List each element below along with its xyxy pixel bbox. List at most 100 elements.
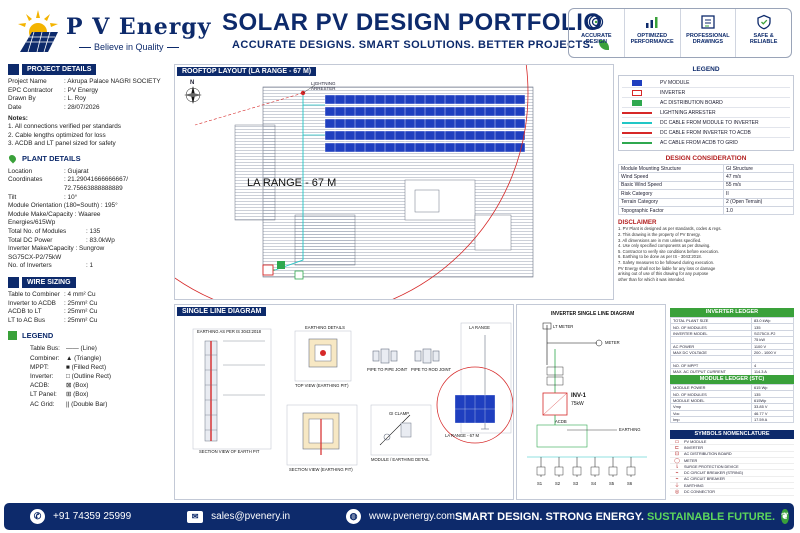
table-cell: 33.85 V: [751, 403, 794, 411]
la-range-mini-label: LA RANGE: [469, 325, 490, 330]
kv-key: ACDB to LT: [8, 308, 42, 316]
note-item: 1. All connections verified per standard…: [8, 123, 121, 131]
table-row: 75 kW: [670, 336, 794, 344]
symbol-label: METER: [684, 458, 698, 463]
inverter-symbol-icon: ⊏: [674, 444, 680, 451]
disclaimer-line: PV Energy shall not be liable for any lo…: [618, 265, 716, 271]
slogan-part: SMART DESIGN. STRONG ENERGY.: [455, 510, 644, 523]
symbol-label: INVERTER: [684, 445, 704, 450]
kv-line: Module Make/Capacity : Waaree: [8, 210, 101, 218]
legend-title: LEGEND: [692, 66, 720, 73]
earthing-drawings: [192, 322, 513, 466]
table-cell: 75 kW: [751, 336, 794, 344]
footer-bar: ✆+91 74359 25999 ✉sales@pvenery.in ◍www.…: [4, 503, 794, 530]
disclaimer-line: 3. All dimensions are in mm unless speci…: [618, 237, 702, 243]
north-label: N: [190, 80, 195, 86]
kv-row: Inverter Make/Capacity : Sungrow: [8, 245, 168, 254]
symbol-row: ⌁DC CIRCUIT BREAKER (STRING): [670, 470, 794, 477]
table-cell: 46.77 V: [751, 409, 794, 417]
kv-row: Project Name: Akrupa Palace NAGRI SOCIET…: [8, 78, 168, 87]
single-line-diagram-panel: SINGLE LINE DIAGRAM EARTHING AS PER IS 3…: [174, 304, 514, 500]
arrester-swatch: [622, 111, 652, 114]
table-cell: 114.3 A: [751, 368, 794, 376]
kv-key: Inverter to ACDB: [8, 299, 56, 307]
north-arrow-icon: [184, 86, 202, 104]
section-view-label: SECTION VIEW OF EARTH PIT: [199, 449, 260, 454]
legend-value: ▲ (Triangle): [66, 354, 102, 362]
disclaimer-line: 2. This drawing is the property of PV En…: [618, 231, 701, 237]
legend-row: Combiner: ▲ (Triangle): [8, 354, 168, 363]
disclaimer-line: 1. PV Plant is designed as per standards…: [618, 226, 722, 232]
legend-row: DC CABLE FROM MODULE TO INVERTER: [622, 118, 790, 128]
earthing-symbol-icon: ⏚: [674, 483, 680, 490]
feature-line: OPTIMIZED: [637, 33, 668, 39]
pipe-rod-label: PIPE TO ROD JOINT: [411, 367, 452, 372]
plant-details-heading: PLANT DETAILS: [7, 153, 168, 165]
symbols-heading: SYMBOLS NOMENCLATURE: [670, 430, 794, 439]
kv-key: Coordinates: [8, 176, 43, 184]
symbol-row: ⌁AC CIRCUIT BREAKER: [670, 476, 794, 484]
table-cell: 1100 V: [751, 342, 794, 350]
note-item: 3. ACDB and LT panel sized for safety: [8, 140, 116, 148]
kv-line: Module Orientation (180=South) : 195°: [8, 202, 118, 210]
clamp-label: GI CLAMP: [389, 411, 410, 416]
legend-list: PV MODULE INVERTER AC DISTRIBUTION BOARD…: [618, 75, 794, 151]
globe-icon: ◍: [346, 509, 362, 524]
sun-panel-logo-icon: [18, 10, 58, 53]
kv-line: Inverter Make/Capacity : Sungrow: [8, 245, 105, 253]
header: P V Energy Believe in Quality SOLAR PV D…: [0, 0, 800, 62]
kv-key: Date: [8, 103, 22, 111]
kv-key: Total DC Power: [8, 236, 53, 244]
table-cell: 135: [751, 323, 794, 331]
table-cell: SG75CX-P2: [751, 329, 794, 338]
kv-value: : Akrupa Palace NAGRI SOCIETY: [64, 78, 161, 85]
earthing-title: EARTHING AS PER IS 3043:2018: [197, 329, 261, 334]
legend-row: AC CABLE FROM ACDB TO GRID: [622, 138, 790, 148]
legend-row: LIGHTNING ARRESTER: [622, 108, 790, 118]
kv-row: EPC Contractor: PV Energy: [8, 87, 168, 96]
kv-value: : 1: [86, 262, 94, 270]
kv-row: ACDB to LT: 25mm² Cu: [8, 308, 168, 317]
shield-icon: [756, 14, 771, 30]
section-label: LEGEND: [22, 330, 54, 340]
footer-phone[interactable]: ✆+91 74359 25999: [30, 509, 131, 524]
legend-row: ACDB:⊠ (Box): [8, 381, 168, 390]
string-label: S1: [537, 481, 543, 486]
acdb-symbol-icon: ⊡: [674, 451, 680, 458]
feature-line: PERFORMANCE: [630, 39, 674, 45]
legend-label: DC CABLE FROM INVERTER TO ACDB: [660, 129, 751, 136]
legend-key: LT Panel:: [30, 391, 57, 399]
string-label: S5: [609, 481, 615, 486]
footer-website[interactable]: ◍www.pvenergy.com: [346, 509, 455, 524]
disclaimer-text: 1. PV Plant is designed as per standards…: [618, 226, 794, 282]
page-subtitle: ACCURATE DESIGNS. SMART SOLUTIONS. BETTE…: [232, 39, 609, 51]
string-label: S2: [555, 481, 561, 486]
symbol-row: ◯METER: [670, 458, 794, 465]
string-label: S3: [573, 481, 579, 486]
lightning-arrester-marker: [300, 90, 306, 96]
kv-row: Date: 28/07/2026: [8, 104, 168, 113]
brand-name: P V Energy: [66, 14, 212, 40]
table-cell: 615 Wp: [751, 383, 794, 392]
kv-value: : 10°: [64, 193, 78, 201]
dc-breaker-symbol-icon: ⌁: [675, 470, 679, 477]
rooftop-drawing: [175, 65, 534, 299]
footer-email[interactable]: ✉sales@pvenery.in: [187, 510, 290, 523]
kv-row: Location: Gujarat: [8, 168, 168, 177]
la-range-small-label: LA RANGE - 67 M: [445, 433, 479, 438]
legend-value: ⊠ (Box): [66, 382, 89, 390]
legend-key: Combiner:: [30, 354, 60, 362]
disclaimer-line: arising out of use of this drawing for a…: [618, 271, 709, 277]
kv-row: Total No. of Modules: 135: [8, 228, 168, 237]
